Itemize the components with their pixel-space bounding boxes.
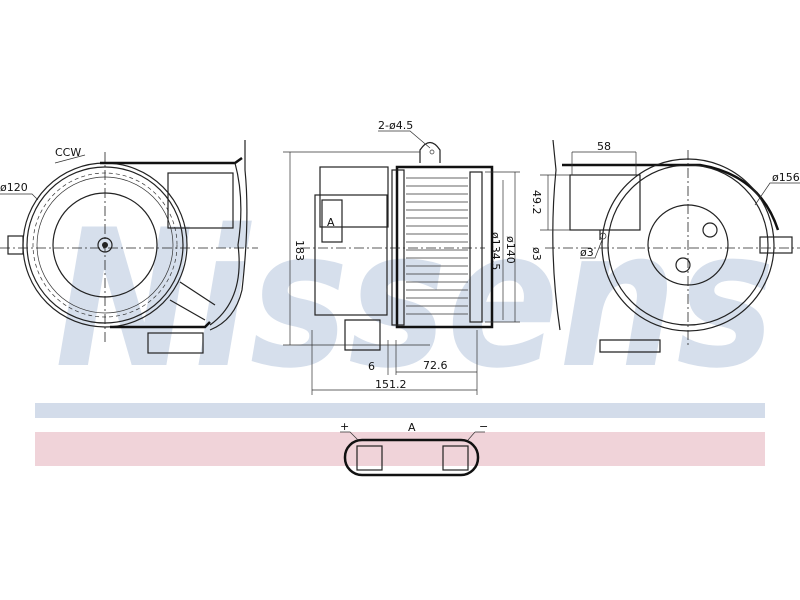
front-view: CCW ø120	[0, 140, 258, 354]
diameter-140-label: ø140	[504, 236, 517, 264]
width-58-label: 58	[597, 140, 611, 153]
watermark-logo: Nissens	[55, 189, 775, 410]
side-hole-label: ø3	[530, 247, 543, 261]
pink-stripe	[35, 432, 765, 466]
holes-label: 2-ø4.5	[378, 119, 413, 132]
pin-a-label: A	[408, 421, 416, 434]
blue-stripe	[35, 403, 765, 418]
hole-3-label: ø3	[580, 246, 594, 259]
diameter-156-label: ø156	[772, 171, 800, 184]
connector-letter: A	[327, 216, 335, 229]
plus-label: +	[340, 420, 349, 433]
connector-pinout: + A −	[340, 420, 488, 477]
rear-view: 58 49.2 ø3 ø3 ø156	[530, 139, 800, 353]
minus-label: −	[479, 420, 488, 433]
height-49-2-label: 49.2	[530, 190, 543, 215]
diameter-120-label: ø120	[0, 181, 28, 194]
side-view: A 183 ø134.5 ø140 6 72.6 151.2 2-ø4.5	[283, 119, 520, 395]
length-151-2-label: 151.2	[375, 378, 407, 391]
offset-6-label: 6	[368, 360, 375, 373]
rotation-label: CCW	[55, 146, 81, 159]
depth-72-6-label: 72.6	[423, 359, 448, 372]
diameter-134-5-label: ø134.5	[489, 232, 502, 270]
height-183-label: 183	[293, 240, 306, 261]
